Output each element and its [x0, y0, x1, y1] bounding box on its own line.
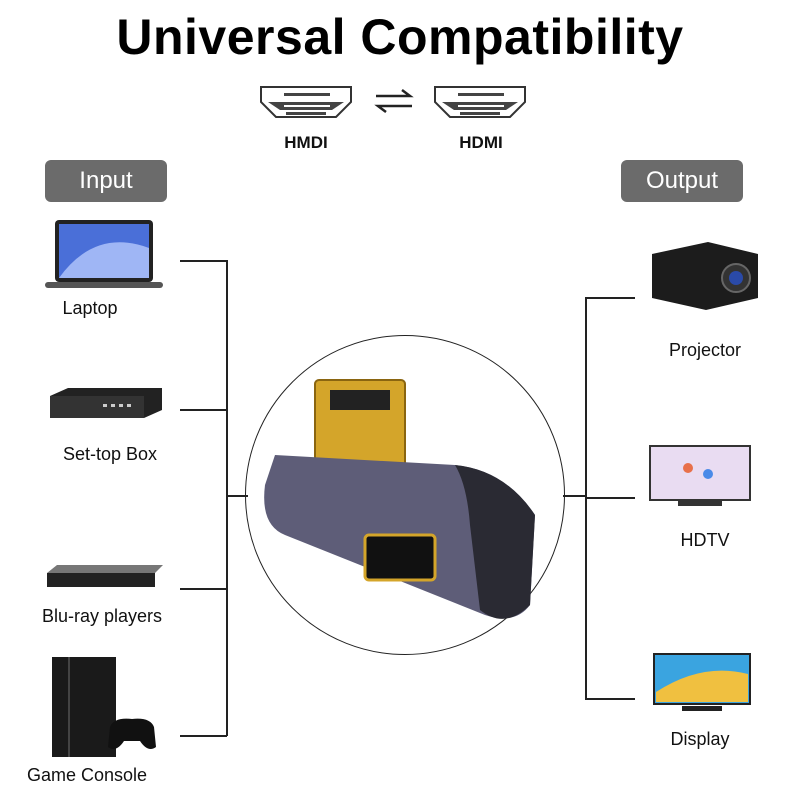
display-icon [653, 653, 751, 711]
hdmi-port-icon [260, 86, 352, 118]
device-label-display: Display [670, 729, 730, 749]
connector-line [585, 497, 635, 499]
connector-line [585, 297, 635, 299]
connector-line [585, 698, 635, 700]
hdmi-adapter-image [264, 379, 535, 619]
device-label-projector: Projector [668, 340, 742, 360]
connector-line [180, 588, 227, 590]
input-bus-line [226, 260, 228, 736]
projector-icon [652, 242, 758, 310]
connector-line [180, 260, 227, 262]
port-label-left: HMDI [284, 133, 328, 152]
bidirectional-arrows-icon [374, 89, 414, 113]
hdtv-icon [649, 445, 751, 506]
connector-line [180, 409, 227, 411]
adapter-circle [245, 335, 565, 655]
device-label-set-top-box: Set-top Box [62, 444, 158, 464]
port-label-right: HDMI [459, 133, 503, 152]
page-title: Universal Compatibility [116, 9, 684, 65]
input-heading: Input [45, 160, 167, 202]
game-console-icon [52, 657, 156, 757]
hdmi-port-icon [434, 86, 526, 118]
device-label-blu-ray: Blu-ray players [41, 606, 163, 626]
device-label-laptop: Laptop [62, 298, 118, 318]
connector-line [180, 735, 227, 737]
device-label-hdtv: HDTV [680, 530, 730, 550]
device-label-game-console: Game Console [26, 765, 148, 785]
laptop-icon [45, 220, 163, 288]
set-top-box-icon [50, 388, 162, 418]
output-heading: Output [621, 160, 743, 202]
blu-ray-player-icon [47, 565, 163, 587]
connector-line [226, 495, 248, 497]
connector-line [563, 495, 586, 497]
